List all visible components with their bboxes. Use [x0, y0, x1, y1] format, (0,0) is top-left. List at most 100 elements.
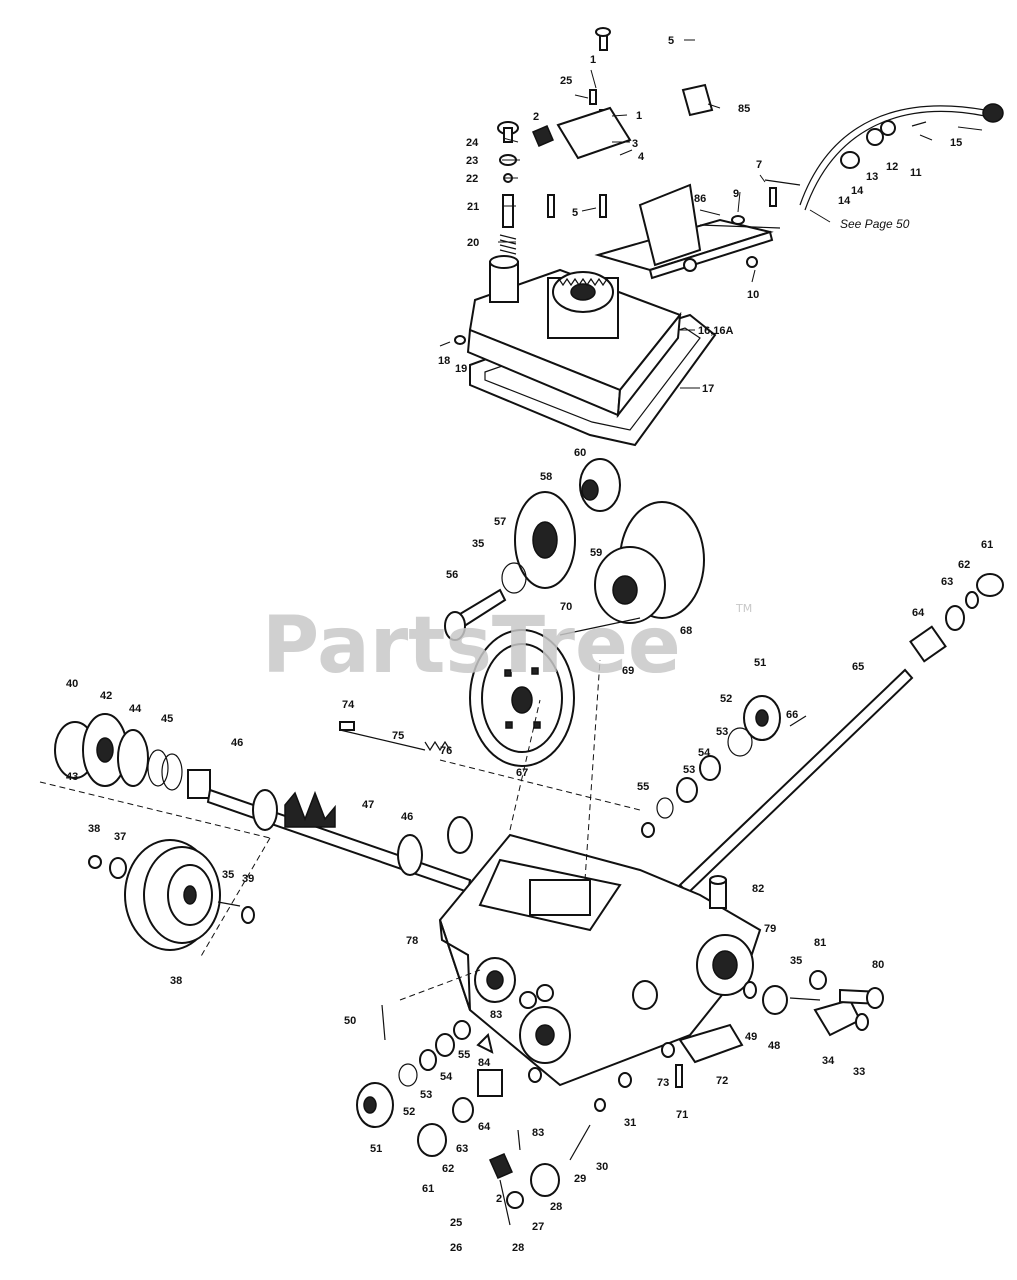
callout-49: 49	[745, 1031, 757, 1043]
callout-38: 38	[88, 823, 100, 835]
callout-2: 2	[533, 111, 539, 123]
callout-25: 25	[450, 1217, 462, 1229]
callout-23: 23	[466, 155, 478, 167]
callout-7: 7	[756, 159, 762, 171]
callout-38: 38	[170, 975, 182, 987]
shift-cable	[799, 105, 986, 206]
callout-50: 50	[344, 1015, 356, 1027]
callout-64: 64	[912, 607, 925, 619]
gear-cluster	[444, 458, 705, 767]
callout-64: 64	[478, 1121, 491, 1133]
callout-57: 57	[494, 516, 506, 528]
callout-48: 48	[768, 1040, 780, 1052]
callout-72: 72	[716, 1075, 728, 1087]
callout-60: 60	[574, 447, 586, 459]
callout-81: 81	[814, 937, 826, 949]
callout-66: 66	[786, 709, 798, 721]
callout-65: 65	[852, 661, 864, 673]
callout-34: 34	[822, 1055, 835, 1067]
callout-46: 46	[401, 811, 413, 823]
callout-35: 35	[222, 869, 234, 881]
transmission-case	[356, 659, 884, 1226]
callout-33: 33	[853, 1066, 865, 1078]
callout-86: 86	[694, 193, 706, 205]
callout-13: 13	[866, 171, 878, 183]
callout-76: 76	[440, 745, 452, 757]
bearing-64	[909, 625, 947, 663]
bearing-64-lower	[477, 1069, 503, 1097]
callout-63: 63	[941, 576, 953, 588]
callout-44: 44	[129, 703, 142, 715]
callout-45: 45	[161, 713, 173, 725]
callout-1: 1	[636, 110, 642, 122]
callout-24: 24	[466, 137, 479, 149]
callout-62: 62	[958, 559, 970, 571]
callout-83: 83	[532, 1127, 544, 1139]
watermark: PartsTree	[262, 601, 681, 691]
callout-28: 28	[512, 1242, 524, 1254]
shift-knob	[982, 103, 1004, 123]
callout-42: 42	[100, 690, 112, 702]
callout-54: 54	[698, 747, 711, 759]
callout-9: 9	[733, 188, 739, 200]
callout-30: 30	[596, 1161, 608, 1173]
callout-73: 73	[657, 1077, 669, 1089]
callout-19: 19	[455, 363, 467, 375]
callout-55: 55	[458, 1049, 470, 1061]
callout-58: 58	[540, 471, 552, 483]
callout-35: 35	[790, 955, 802, 967]
callout-15: 15	[950, 137, 962, 149]
callout-59: 59	[590, 547, 602, 559]
callout-10: 10	[747, 289, 759, 301]
callout-26: 26	[450, 1242, 462, 1254]
callout-55: 55	[637, 781, 649, 793]
callout-46: 46	[231, 737, 243, 749]
worm	[284, 790, 336, 828]
callout-56: 56	[446, 569, 458, 581]
callout-79: 79	[764, 923, 776, 935]
trademark: TM	[735, 602, 752, 615]
callout-68: 68	[680, 625, 692, 637]
callout-12: 12	[886, 161, 898, 173]
callout-2: 2	[496, 1193, 502, 1205]
axle-shaft	[678, 668, 914, 895]
callout-53: 53	[716, 726, 728, 738]
callout-1: 1	[590, 54, 596, 66]
callout-61: 61	[981, 539, 993, 551]
callout-3: 3	[632, 138, 638, 150]
callout-18: 18	[438, 355, 450, 367]
worm-shaft-assembly	[39, 713, 473, 959]
callout-21: 21	[467, 201, 479, 213]
callout-63: 63	[456, 1143, 468, 1155]
callout-11: 11	[910, 167, 922, 179]
callout-84: 84	[478, 1057, 491, 1069]
callout-43: 43	[66, 771, 78, 783]
snap-ring	[501, 562, 527, 594]
leader-lines	[498, 39, 983, 389]
callout-74: 74	[342, 699, 355, 711]
callout-62: 62	[442, 1163, 454, 1175]
reference-note: See Page 50	[840, 217, 910, 231]
bearing-46	[187, 769, 211, 799]
nut-61	[976, 573, 1004, 597]
callout-51: 51	[370, 1143, 382, 1155]
callout-labels: 1 1 2 2 3 4 5 5 7 9 10 11 12 13 14 14 15…	[66, 35, 993, 1254]
callout-51: 51	[754, 657, 766, 669]
callout-29: 29	[574, 1173, 586, 1185]
callout-53: 53	[420, 1089, 432, 1101]
callout-37: 37	[114, 831, 126, 843]
callout-39: 39	[242, 873, 254, 885]
callout-71: 71	[676, 1109, 688, 1121]
callout-16-16a: 16,16A	[698, 325, 734, 337]
shift-cover-assembly	[439, 27, 1004, 447]
callout-67: 67	[516, 767, 528, 779]
detent-plate	[556, 106, 632, 160]
shaft-70	[559, 617, 641, 636]
callout-27: 27	[532, 1221, 544, 1233]
callout-25: 25	[560, 75, 572, 87]
callout-69: 69	[622, 665, 634, 677]
callout-5: 5	[668, 35, 674, 47]
callout-70: 70	[560, 601, 572, 613]
shift-lever-plate	[638, 183, 702, 267]
